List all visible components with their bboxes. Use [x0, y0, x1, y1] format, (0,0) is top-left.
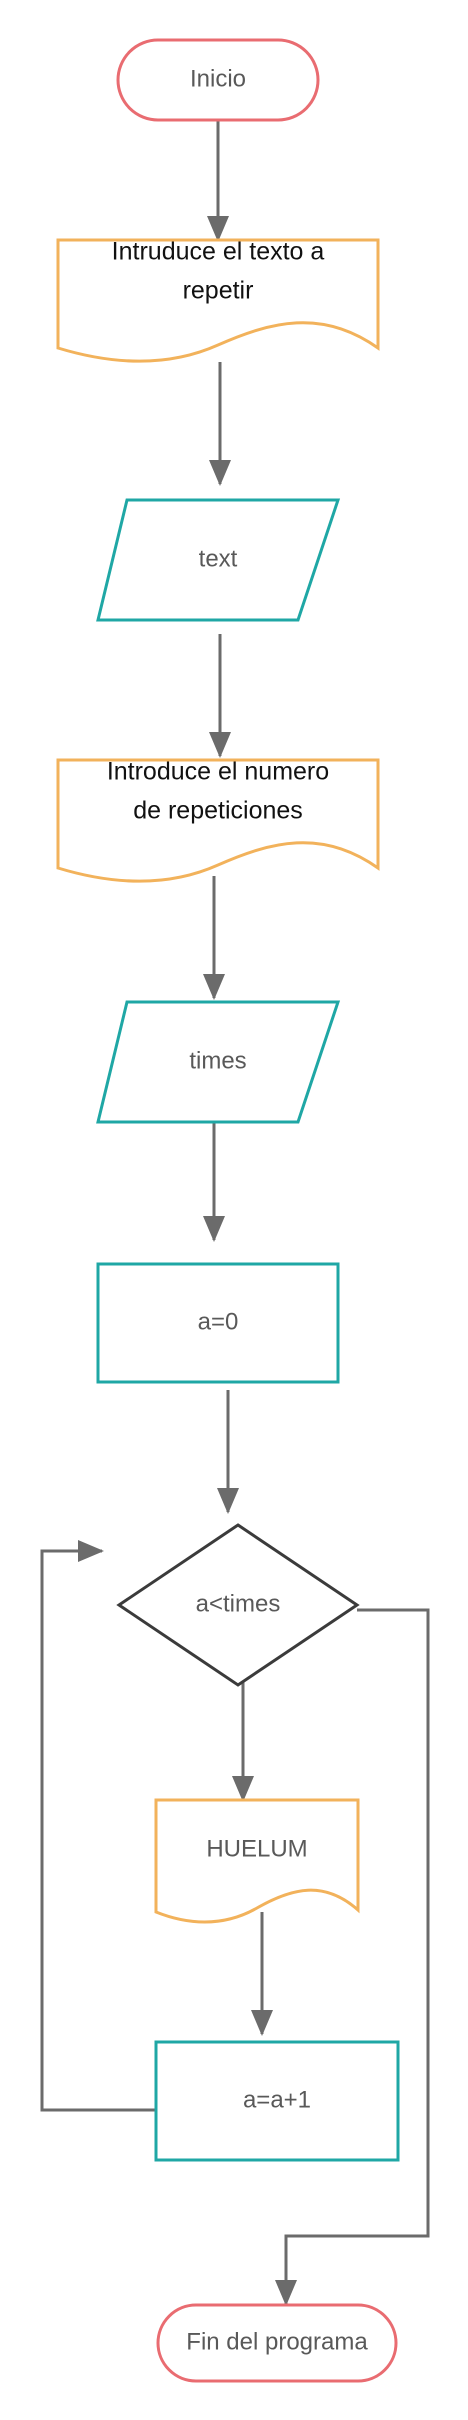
input-times-label: times [189, 1047, 246, 1074]
prompt-times-line2: de repeticiones [133, 797, 303, 825]
prompt-text-document: Intruduce el texto a repetir [56, 238, 380, 363]
prompt-times-document: Introduce el numero de repeticiones [56, 758, 380, 883]
exit-arrow [275, 1608, 430, 2306]
input-text-label: text [199, 545, 238, 572]
init-label: a=0 [198, 1308, 239, 1335]
prompt-text-line2: repetir [183, 277, 254, 305]
increment-label: a=a+1 [243, 2086, 311, 2113]
prompt-times-line1: Introduce el numero [107, 758, 329, 786]
connectors [40, 120, 430, 2306]
loop-back-arrow [40, 1540, 156, 2112]
end-terminal: Fin del programa [156, 2303, 398, 2383]
input-text-parallelogram: text [96, 498, 341, 622]
increment-process: a=a+1 [154, 2040, 400, 2162]
start-terminal: Inicio [116, 38, 320, 122]
end-label: Fin del programa [186, 2328, 368, 2355]
input-times-parallelogram: times [96, 1000, 341, 1124]
start-label: Inicio [190, 65, 246, 92]
condition-label: a<times [196, 1590, 281, 1617]
output-label: HUELUM [206, 1835, 307, 1862]
condition-decision: a<times [116, 1523, 360, 1687]
output-document: HUELUM [154, 1798, 360, 1924]
init-process: a=0 [96, 1262, 340, 1384]
prompt-text-line1: Intruduce el texto a [112, 238, 325, 266]
